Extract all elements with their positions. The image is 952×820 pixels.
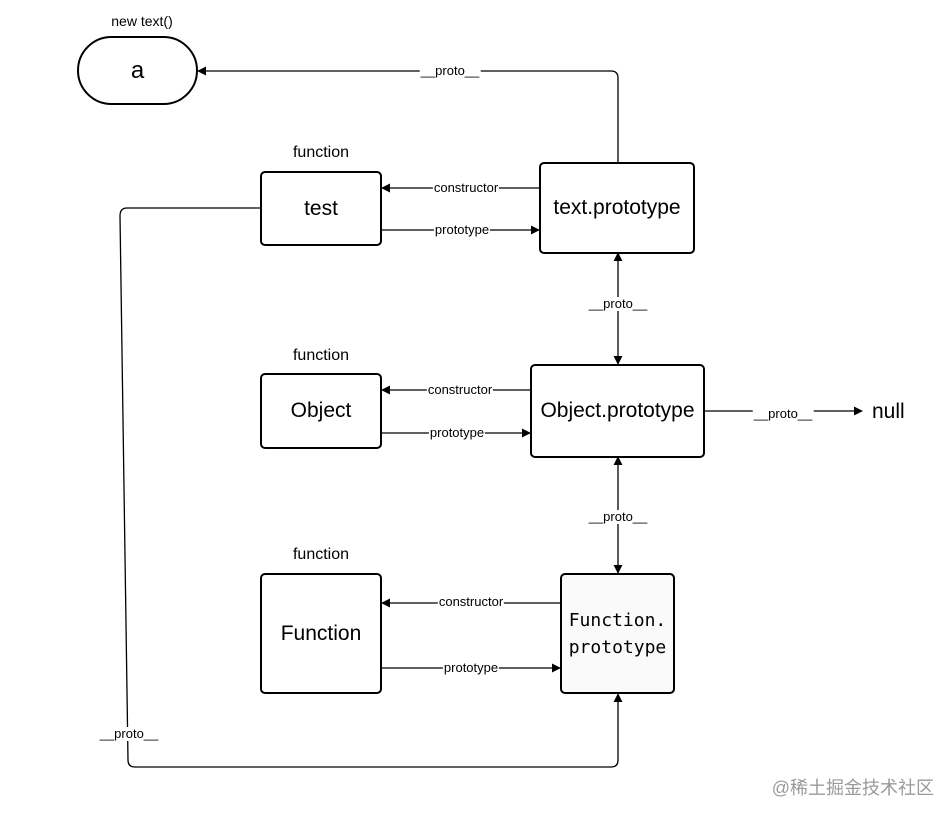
function-label: Function <box>280 621 362 645</box>
watermark: @稀土掘金技术社区 <box>771 778 934 798</box>
function-caption: function <box>292 546 350 563</box>
edge-text-prototype-to-a <box>197 66 619 162</box>
edge-label-proto-null: __proto__ <box>752 406 814 421</box>
object-prototype-node: Object.prototype <box>530 364 705 458</box>
null-node: null <box>872 400 905 423</box>
object-prototype-label: Object.prototype <box>540 399 695 422</box>
a-caption: new text() <box>111 13 173 29</box>
object-label: Object <box>290 399 352 422</box>
edge-label-prototype-object: prototype <box>428 425 486 440</box>
edge-label-constructor-function: constructor <box>437 594 505 609</box>
edge-test-to-function-prototype <box>119 207 623 768</box>
test-caption: function <box>292 144 350 161</box>
text-prototype-label: text.prototype <box>553 196 681 219</box>
edge-label-proto-test-function: __proto__ <box>98 726 160 741</box>
function-prototype-label-line2: prototype <box>568 636 667 658</box>
instance-a-node: a <box>77 36 198 105</box>
function-prototype-label-line1: Function. <box>568 609 667 631</box>
test-label: test <box>304 196 338 220</box>
function-function-node: Function <box>260 573 382 694</box>
edge-label-proto-object-function: __proto__ <box>587 509 649 524</box>
edge-label-proto-text-object: __proto__ <box>587 296 649 311</box>
object-caption: function <box>292 347 350 364</box>
edge-label-constructor-test: constructor <box>432 180 500 195</box>
edge-label-constructor-object: constructor <box>426 382 494 397</box>
text-prototype-node: text.prototype <box>539 162 695 254</box>
object-function-node: Object <box>260 373 382 449</box>
edge-label-prototype-test: prototype <box>433 222 491 237</box>
edge-label-proto-a: __proto__ <box>419 63 481 78</box>
instance-a-label: a <box>130 56 145 84</box>
edge-label-prototype-function: prototype <box>442 660 500 675</box>
test-function-node: test <box>260 171 382 246</box>
function-prototype-node: Function. prototype <box>560 573 675 694</box>
